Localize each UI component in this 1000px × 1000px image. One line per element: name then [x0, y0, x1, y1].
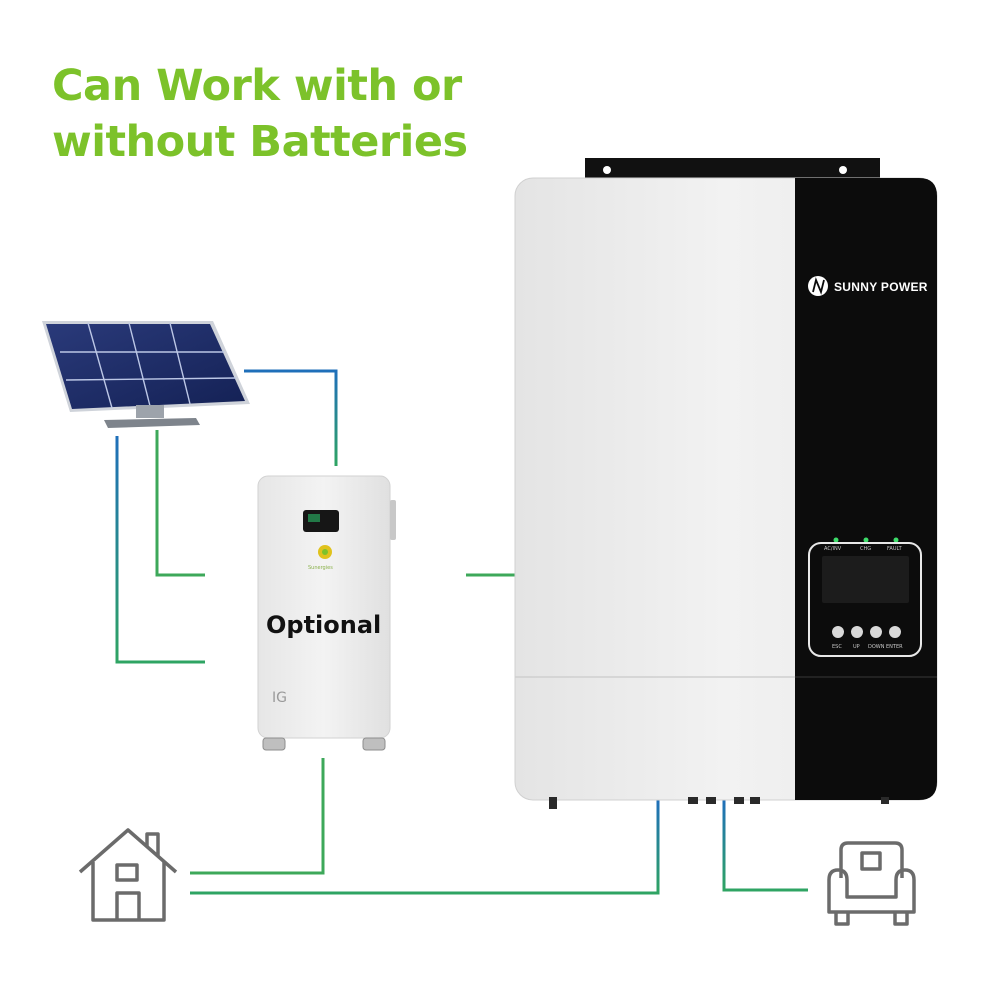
wire-solar-blue	[115, 436, 205, 664]
enter-button[interactable]	[889, 626, 901, 638]
lcd-screen	[822, 556, 909, 603]
wire-solar-green	[155, 430, 205, 577]
lcd-frame	[808, 542, 922, 657]
wire-solar-to-battery	[244, 369, 338, 466]
house-icon	[78, 828, 178, 922]
enter-label: ENTER	[886, 644, 903, 650]
led-label-fault: FAULT	[887, 546, 903, 552]
esc-button[interactable]	[832, 626, 844, 638]
wire-house-to-inverter	[190, 800, 660, 895]
inverter: SUNNY POWER AC/INV CHG FAULT ESC UP DOWN…	[514, 158, 938, 809]
battery-icon: Sunergies IG	[257, 475, 396, 751]
page-title: Can Work with or without Batteries	[52, 58, 532, 170]
down-label: DOWN	[868, 644, 885, 650]
svg-text:Sunergies: Sunergies	[308, 565, 333, 571]
up-label: UP	[853, 644, 860, 650]
optional-label: Optional	[266, 611, 382, 639]
armchair-icon	[827, 841, 916, 926]
title-line-2: without Batteries	[52, 117, 468, 167]
led-label-ac: AC/INV	[824, 546, 842, 552]
status-leds: AC/INV CHG FAULT	[824, 537, 903, 552]
bottom-connectors	[549, 797, 889, 809]
solar-panel-icon	[42, 321, 250, 428]
wire-battery-to-house	[190, 758, 325, 875]
up-button[interactable]	[851, 626, 863, 638]
title-line-1: Can Work with or	[52, 61, 462, 111]
led-label-chg: CHG	[860, 546, 871, 552]
brand-label: SUNNY POWER	[834, 280, 928, 294]
brand-logo-icon	[808, 276, 828, 296]
control-buttons: ESC UP DOWN ENTER	[832, 626, 903, 650]
svg-text:IG: IG	[272, 690, 287, 706]
inverter-front-panel	[795, 178, 937, 800]
wiring	[115, 369, 808, 895]
wire-inverter-to-load	[722, 800, 808, 892]
down-button[interactable]	[870, 626, 882, 638]
esc-label: ESC	[832, 644, 842, 650]
